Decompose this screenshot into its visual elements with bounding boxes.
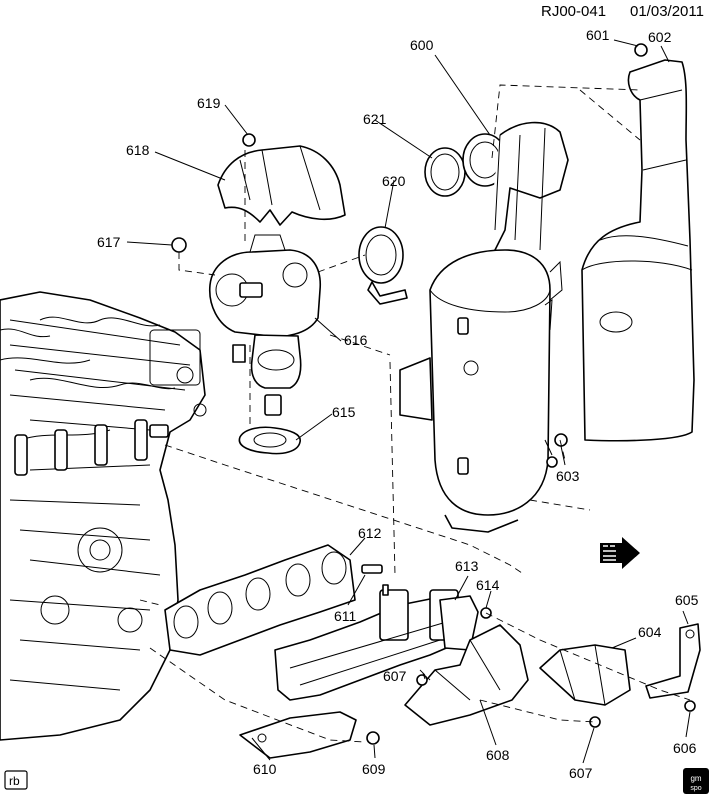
turbocharger-616 [209,234,321,416]
bolt-619 [242,133,256,147]
callout-620: 620 [382,173,406,189]
bolt-609 [366,731,380,745]
v-band-clamp-620 [358,226,408,305]
engine-block [0,291,207,741]
heat-shield-610 [239,711,357,759]
callout-609: 609 [362,761,386,777]
diagram-reference-id: RJ00-041 [541,3,606,20]
seal-ring-621 [424,147,466,197]
callout-600: 600 [410,37,434,53]
diagram-date: 01/03/2011 [630,3,704,20]
gasket-615 [238,426,301,455]
manifold-heat-shield-608 [404,624,529,726]
front-direction-arrow-icon [600,537,640,569]
callout-608: 608 [486,747,510,763]
callout-618: 618 [126,142,150,158]
callout-617: 617 [97,234,121,250]
callout-604: 604 [638,624,662,640]
gm-spo-logo-icon: gm spo [683,768,709,794]
callout-607-upper: 607 [383,668,407,684]
callout-612: 612 [358,525,382,541]
rb-badge-text: rb [9,774,20,788]
catalytic-converter-600 [399,121,569,533]
nut-607a [416,674,428,686]
callout-601: 601 [586,27,610,43]
logo-bottom-text: spo [690,785,701,792]
callout-614: 614 [476,577,500,593]
callout-621: 621 [363,111,387,127]
stud-611 [361,564,383,574]
logo-top-text: gm [690,774,701,783]
converter-heat-shield-602 [581,59,695,442]
nut-617 [171,237,187,253]
callout-613: 613 [455,558,479,574]
callout-603: 603 [556,468,580,484]
callout-616: 616 [344,332,368,348]
callout-615: 615 [332,404,356,420]
assembly-lines [139,84,691,743]
callout-606: 606 [673,740,697,756]
callout-610: 610 [253,761,277,777]
bracket-605 [645,623,701,699]
bolt-606 [684,700,696,712]
fuel-injectors [14,419,169,476]
callout-602: 602 [648,29,672,45]
callout-605: 605 [675,592,699,608]
turbo-heat-shield-618 [217,145,346,226]
rb-badge: rb [4,770,28,790]
leader-lines [126,39,691,764]
bracket-604 [539,644,631,706]
callout-611: 611 [334,608,357,624]
manifold-gasket-612 [164,544,356,656]
callout-labels: 600 601 602 603 604 605 606 607 607 608 … [97,27,699,781]
callout-607-lower: 607 [569,765,593,781]
bolt-601 [634,43,648,57]
callout-619: 619 [197,95,221,111]
